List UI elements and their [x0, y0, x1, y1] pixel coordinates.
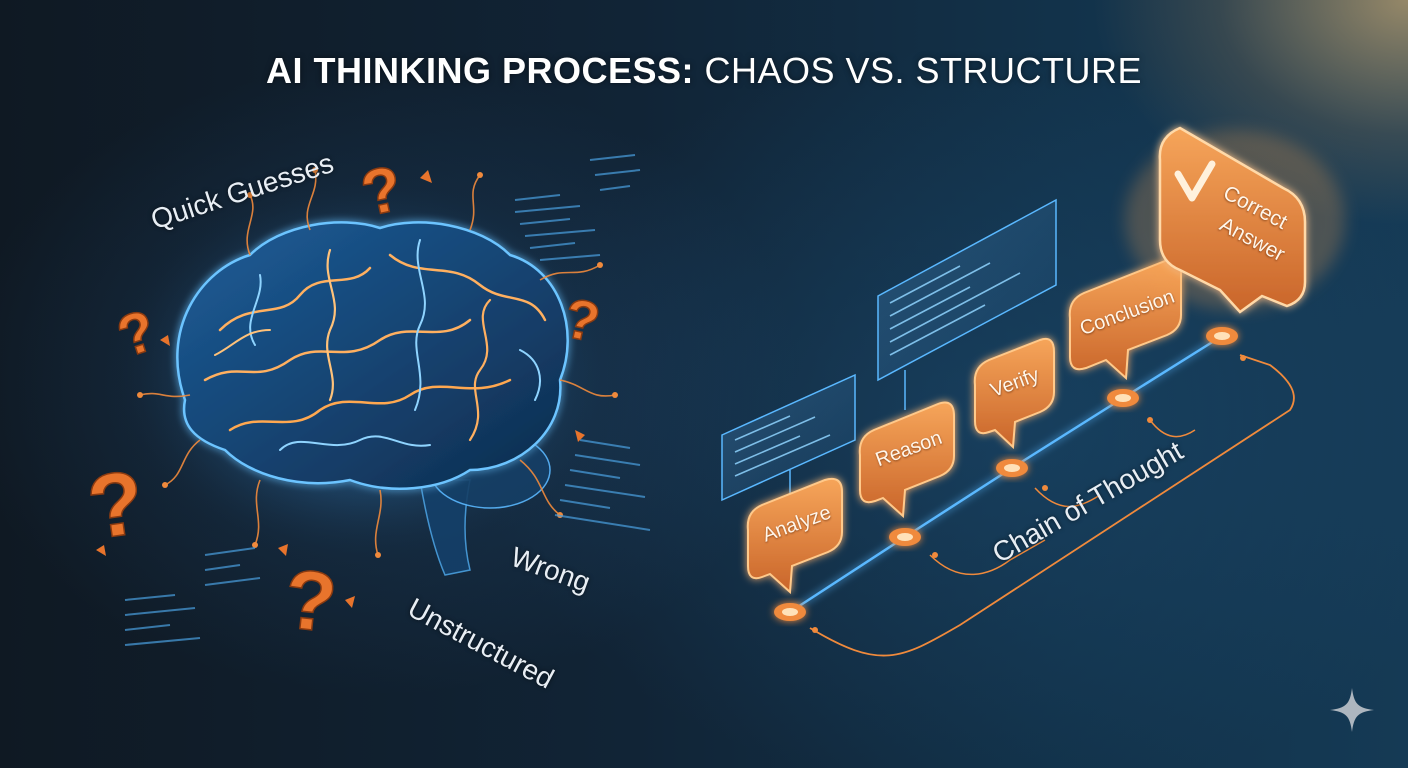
right-code-panels — [721, 198, 1057, 502]
brain-graphic — [105, 167, 625, 576]
bubble-analyze-shape — [746, 477, 843, 595]
left-code-panels — [124, 154, 651, 646]
step-bubbles — [746, 126, 1345, 595]
bubble-conclusion-shape — [1068, 258, 1182, 381]
bubble-correct-answer-shape — [1125, 126, 1345, 314]
bubble-verify-shape — [973, 337, 1055, 450]
title-light: CHAOS VS. STRUCTURE — [693, 50, 1143, 91]
bubble-reason-shape — [858, 401, 955, 519]
question-mark-icon: ? — [82, 452, 150, 559]
sparkle-icon — [1330, 688, 1374, 732]
page-title: AI THINKING PROCESS: CHAOS VS. STRUCTURE — [0, 50, 1408, 92]
shards — [96, 170, 585, 608]
check-icon — [1174, 160, 1216, 202]
question-mark-icon: ? — [280, 551, 341, 650]
chain-nodes — [774, 327, 1246, 633]
title-bold: AI THINKING PROCESS: — [265, 50, 694, 91]
